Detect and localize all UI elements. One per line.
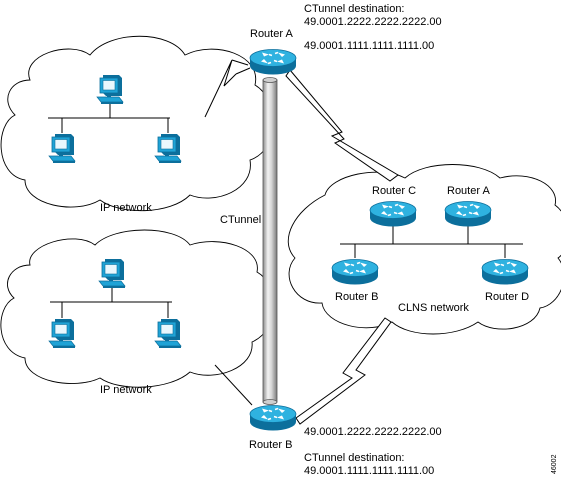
figure-id: 46002: [551, 454, 558, 474]
router-icon: [249, 48, 297, 76]
router-a-addr: 49.0001.1111.1111.1111.00: [304, 40, 434, 52]
bottom-dest-addr: 49.0001.1111.1111.1111.00: [304, 465, 434, 477]
ctunnel-label: CTunnel: [220, 214, 261, 226]
workstation-icon: [154, 318, 182, 349]
router-icon: [444, 200, 492, 228]
ip-cloud-top: [0, 35, 274, 212]
workstation-icon: [48, 318, 76, 349]
clns-router-d-label: Router D: [485, 291, 529, 303]
workstation-icon: [98, 258, 126, 289]
clns-network-label: CLNS network: [398, 302, 469, 314]
clns-router-a-label: Router A: [447, 185, 490, 197]
clns-cloud: [287, 164, 561, 335]
ip-bottom-lan: [50, 288, 172, 318]
top-dest-addr: 49.0001.2222.2222.2222.00: [304, 16, 442, 28]
link-ip-bottom-to-router-b: [214, 364, 253, 406]
router-a-top-label: Router A: [250, 28, 293, 40]
ctunnel-pipe: [262, 77, 278, 405]
serial-link-router-a-to-clns: [285, 69, 399, 182]
serial-link-ip-top-to-router-a: [204, 59, 251, 118]
workstation-icon: [48, 133, 76, 164]
serial-link-router-b-to-clns: [295, 317, 392, 425]
top-dest-title: CTunnel destination:: [304, 3, 405, 15]
clns-router-c-label: Router C: [372, 185, 416, 197]
ip-cloud-bottom: [0, 229, 275, 388]
ip-top-lan: [48, 103, 170, 133]
router-b-bottom-label: Router B: [249, 439, 292, 451]
router-b-addr: 49.0001.2222.2222.2222.00: [304, 426, 442, 438]
ip-network-bottom-label: IP network: [100, 384, 152, 396]
router-icon: [481, 258, 529, 286]
router-icon: [369, 200, 417, 228]
bottom-dest-title: CTunnel destination:: [304, 452, 405, 464]
workstation-icon: [154, 133, 182, 164]
clns-router-b-label: Router B: [335, 291, 378, 303]
ip-network-top-label: IP network: [100, 202, 152, 214]
router-icon: [331, 258, 379, 286]
router-icon: [249, 404, 297, 432]
workstation-icon: [96, 74, 124, 105]
